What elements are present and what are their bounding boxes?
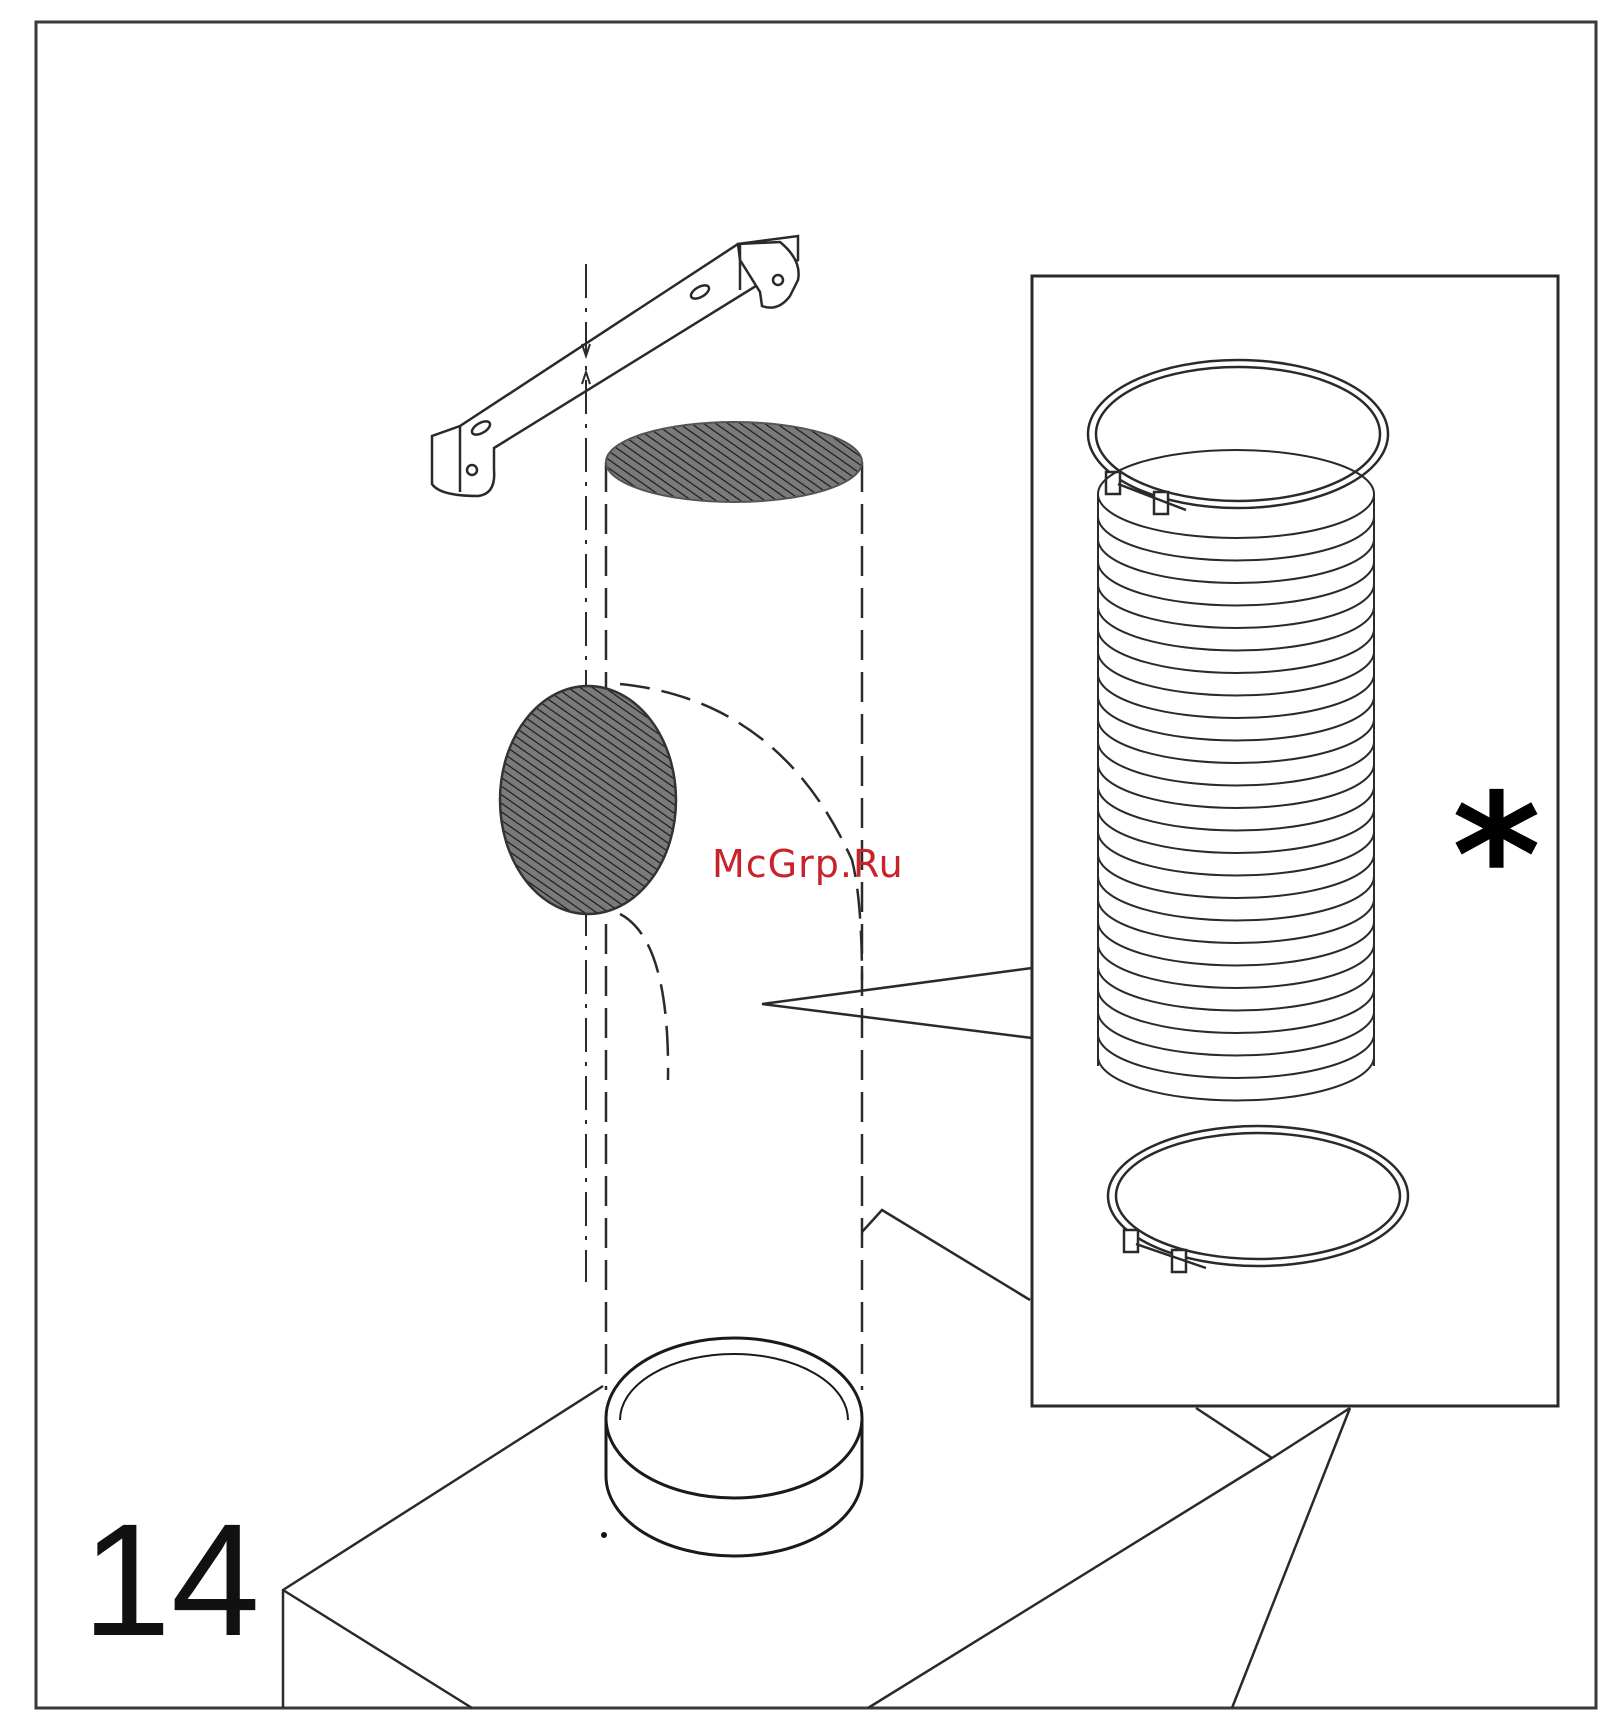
watermark: McGrp.Ru [712, 842, 904, 886]
step-number: 14 [82, 1500, 260, 1660]
optional-part-marker: * [1452, 772, 1541, 942]
callout-pointer [762, 968, 1032, 1038]
side-outlet-cover [500, 686, 676, 914]
connection-ring [606, 1338, 862, 1556]
duct-outline [606, 462, 862, 1390]
duct-outlet-cover [606, 422, 862, 502]
reference-dot [601, 1532, 607, 1538]
